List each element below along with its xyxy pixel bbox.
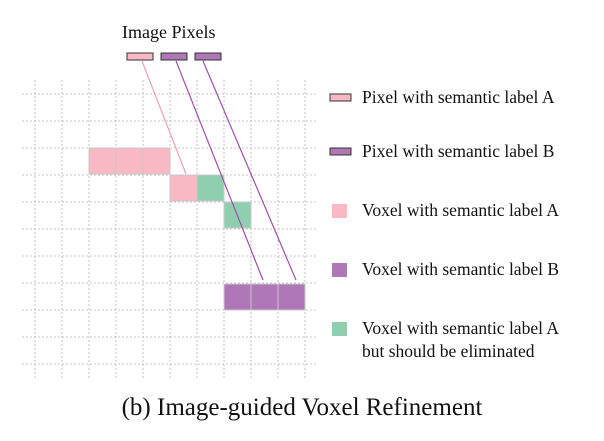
legend-swatch-pixel-b [329,147,352,156]
voxel-label-b [277,283,306,311]
legend-swatch-voxel-b [332,263,347,277]
legend-label-voxel-b: Voxel with semantic label B [362,259,560,279]
ray-pixel-a [141,60,187,175]
voxel-label-b [223,283,252,311]
image-pixel-b [160,52,188,61]
legend-label-voxel-eliminated-line2: but should be eliminated [362,341,535,361]
voxel-eliminated [223,201,252,229]
image-pixel-b [194,52,222,61]
image-pixel-a [126,52,154,61]
image-pixels-title: Image Pixels [122,22,216,42]
voxel-label-a [88,147,117,175]
ray-pixel-b [202,60,297,281]
legend-swatch-voxel-a [332,204,347,218]
voxel-grid [22,80,316,378]
figure-caption: (b) Image-guided Voxel Refinement [121,394,483,421]
legend-label-pixel-b: Pixel with semantic label B [362,141,555,161]
voxel-label-a [142,147,171,175]
voxel-label-a [169,174,198,202]
voxel-eliminated [196,174,225,202]
ray-pixel-b [175,60,264,281]
legend-label-voxel-eliminated: Voxel with semantic label A [362,318,560,338]
voxel-label-a [115,147,144,175]
legend-swatch-pixel-a [329,93,352,102]
voxel-label-b [250,283,279,311]
legend-label-voxel-a: Voxel with semantic label A [362,200,560,220]
legend-swatch-voxel-eliminated [332,322,347,336]
legend-label-pixel-a: Pixel with semantic label A [362,87,555,107]
